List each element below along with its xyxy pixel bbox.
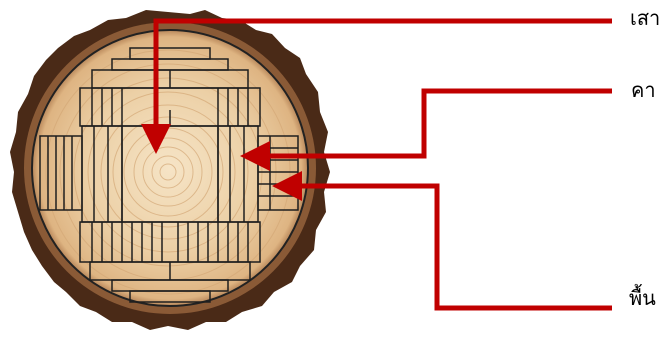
label-floor: พื้น [629, 288, 656, 308]
log-cross-section-icon [10, 10, 330, 330]
arrow-floor [278, 186, 612, 308]
label-beam: คา [631, 80, 656, 100]
label-post: เสา [630, 8, 660, 28]
